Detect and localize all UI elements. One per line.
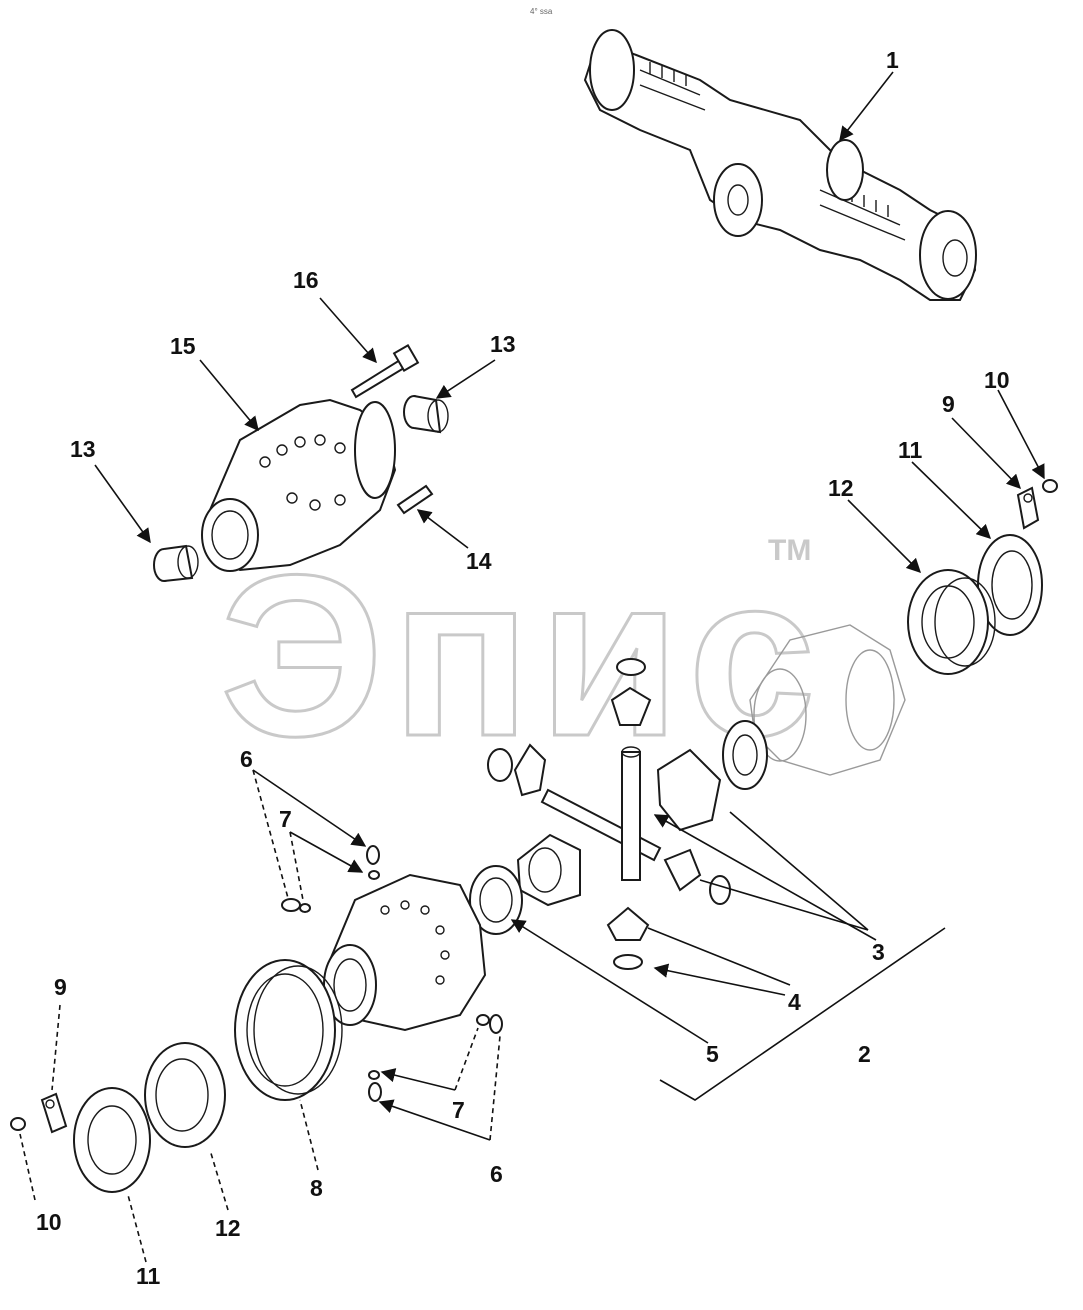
callout-16: 16 [293, 267, 319, 293]
callout-12-left: 12 [215, 1215, 241, 1241]
callout-13-right: 13 [490, 331, 516, 357]
screw-10-left [10, 1117, 26, 1131]
callout-14: 14 [466, 548, 492, 574]
leader-lines [19, 71, 1045, 1263]
callout-2: 2 [858, 1041, 871, 1067]
header-mark: 4° ssa [530, 7, 553, 16]
pins-6-7-upper [281, 845, 380, 913]
lock-bracket-9-right [1016, 486, 1040, 530]
callout-9-right: 9 [942, 391, 955, 417]
callout-10-right: 10 [984, 367, 1010, 393]
callout-4: 4 [788, 989, 801, 1015]
watermark-text: Эпис [220, 527, 824, 784]
axle-assembly [583, 29, 977, 301]
callout-9-left: 9 [54, 974, 67, 1000]
bushing-13-right [403, 395, 449, 434]
callout-1: 1 [886, 47, 899, 73]
differential-housing [201, 398, 397, 572]
callout-12-right: 12 [828, 475, 854, 501]
lock-bracket-9-left [40, 1092, 68, 1134]
callout-15: 15 [170, 333, 196, 359]
bearing-12-right [907, 569, 996, 675]
callout-8: 8 [310, 1175, 323, 1201]
bearing-12-left [144, 1042, 226, 1148]
watermark: Эпис TM [219, 526, 824, 786]
screw-10-right [1042, 479, 1058, 493]
group-bracket-2 [659, 927, 946, 1101]
bushing-13-left [153, 544, 199, 582]
callout-3: 3 [872, 939, 885, 965]
ring-8 [234, 959, 343, 1101]
watermark-tm: TM [768, 534, 811, 567]
callout-11-right: 11 [898, 437, 923, 463]
callout-7-lower: 7 [452, 1097, 465, 1123]
callout-6-upper: 6 [240, 746, 253, 772]
pin-14 [396, 484, 434, 515]
spider-gear-assembly [469, 658, 768, 970]
bolt-16 [350, 343, 420, 399]
differential-case-left [323, 873, 487, 1032]
callout-13-left: 13 [70, 436, 96, 462]
callout-7-upper: 7 [279, 806, 292, 832]
callout-11-left: 11 [136, 1263, 161, 1289]
callout-6-lower: 6 [490, 1161, 503, 1187]
callout-10-left: 10 [36, 1209, 62, 1235]
adjusting-ring-11-left [73, 1087, 151, 1193]
callout-labels: 1 16 15 13 13 14 10 9 11 12 6 7 3 4 2 5 … [36, 47, 1010, 1289]
callout-5: 5 [706, 1041, 719, 1067]
pins-6-7-lower [368, 1014, 503, 1102]
